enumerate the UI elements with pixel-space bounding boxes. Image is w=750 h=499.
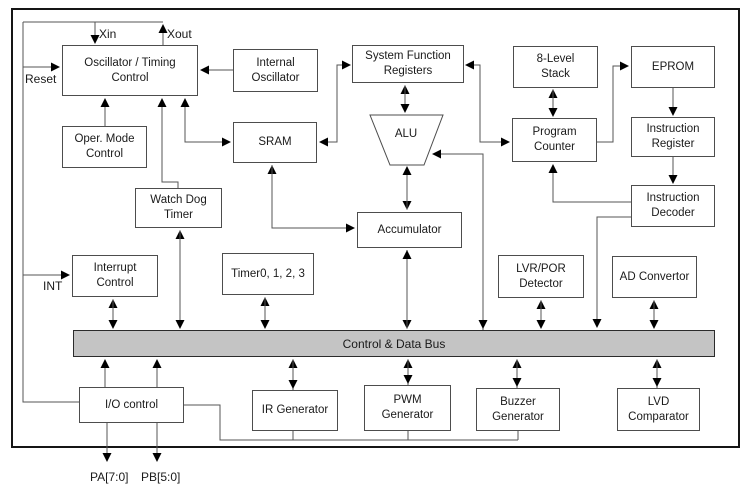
block-program-counter: Program Counter xyxy=(512,118,597,162)
pin-label-pb: PB[5:0] xyxy=(141,470,181,484)
pin-label-xout: Xout xyxy=(167,27,192,41)
block-ad-convertor: AD Convertor xyxy=(612,256,697,298)
block-internal-oscillator: Internal Oscillator xyxy=(233,49,318,92)
block-ir-generator: IR Generator xyxy=(252,390,338,431)
pin-label-int: INT xyxy=(43,279,63,293)
block-eprom: EPROM xyxy=(631,46,715,88)
pin-label-xin: Xin xyxy=(99,27,117,41)
block-instruction-register: Instruction Register xyxy=(631,117,715,157)
block-accumulator: Accumulator xyxy=(357,212,462,248)
block-interrupt-control: Interrupt Control xyxy=(72,255,158,297)
block-pwm-generator: PWM Generator xyxy=(364,385,451,431)
block-buzzer-generator: Buzzer Generator xyxy=(476,388,560,431)
diagram-outer-frame xyxy=(11,8,740,448)
block-alu-shape xyxy=(369,114,444,166)
block-sram: SRAM xyxy=(233,122,317,163)
pin-label-pa: PA[7:0] xyxy=(90,470,129,484)
block-watch-dog-timer: Watch Dog Timer xyxy=(135,188,222,228)
block-lvr-por-detector: LVR/POR Detector xyxy=(498,255,584,298)
block-lvd-comparator: LVD Comparator xyxy=(617,388,700,431)
block-timer0-1-2-3: Timer0, 1, 2, 3 xyxy=(222,253,314,295)
block-system-function-registers: System Function Registers xyxy=(352,45,464,83)
block-oper-mode-control: Oper. Mode Control xyxy=(62,126,147,168)
block-alu-label: ALU xyxy=(394,127,418,140)
block-oscillator-timing-control: Oscillator / Timing Control xyxy=(62,45,198,96)
pin-label-reset: Reset xyxy=(25,72,57,86)
block-io-control: I/O control xyxy=(79,387,184,423)
block-instruction-decoder: Instruction Decoder xyxy=(631,185,715,227)
block-8-level-stack: 8-Level Stack xyxy=(513,46,598,88)
control-data-bus: Control & Data Bus xyxy=(73,330,715,357)
